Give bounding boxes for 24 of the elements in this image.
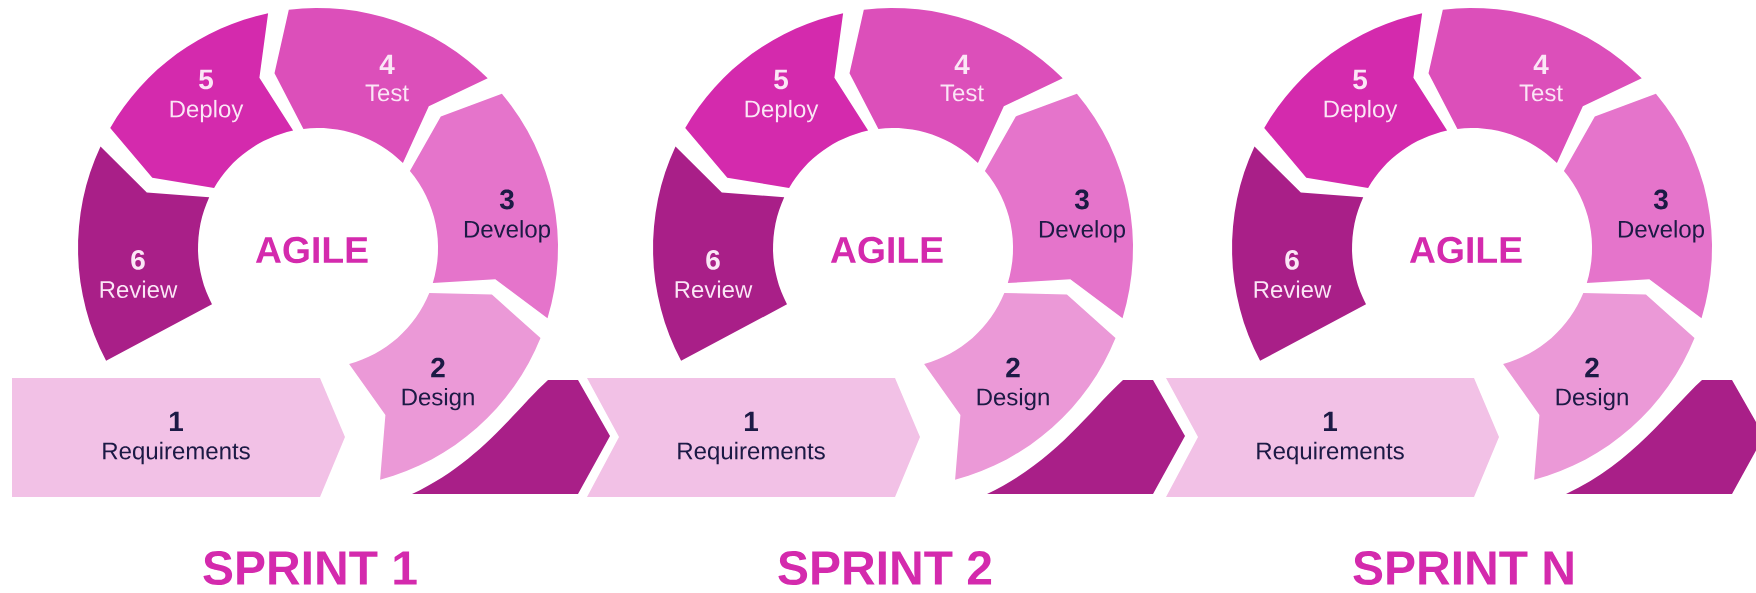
stage-segment: 1 Requirements (587, 378, 920, 497)
stage-segment: 2 Design (1503, 293, 1695, 480)
stage-segment: 2 Design (349, 293, 541, 480)
center-title: AGILE (255, 236, 368, 264)
stage-segment: 3 Develop (984, 93, 1133, 319)
stage-segment: 4 Test (849, 8, 1063, 164)
stage-segment: 4 Test (1428, 8, 1642, 164)
stage-segment: 6 Review (78, 146, 212, 361)
stage-segment: 5 Deploy (110, 13, 294, 188)
center-title: AGILE (830, 236, 943, 264)
sprint-title: SPRINT 2 (778, 551, 992, 585)
stage-segment: 1 Requirements (12, 378, 345, 497)
stage-segment: 3 Develop (409, 93, 558, 319)
stage-segment: 3 Develop (1563, 93, 1712, 319)
center-title: AGILE (1409, 236, 1522, 264)
sprint-title: SPRINT 1 (203, 551, 417, 585)
stage-segment: 4 Test (274, 8, 488, 164)
stage-segment: 6 Review (1232, 146, 1366, 361)
stage-segment: 6 Review (653, 146, 787, 361)
stage-segment: 1 Requirements (1166, 378, 1499, 497)
sprint-title: SPRINT N (1353, 551, 1573, 585)
stage-segment: 5 Deploy (685, 13, 869, 188)
stage-segment: 5 Deploy (1264, 13, 1448, 188)
stage-segment: 2 Design (924, 293, 1116, 480)
